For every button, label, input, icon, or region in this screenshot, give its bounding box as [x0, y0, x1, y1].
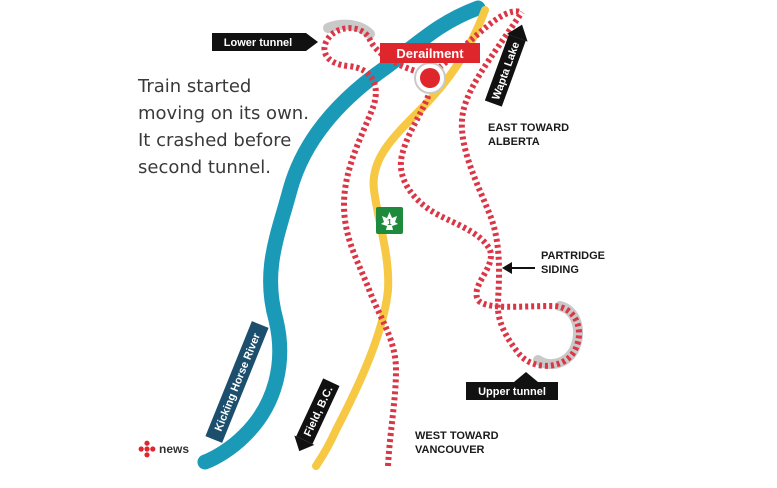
cbc-news-logo: news	[138, 440, 189, 458]
note-line: moving on its own.	[138, 103, 309, 124]
note-line: It crashed before	[138, 130, 292, 151]
partridge-siding-label: PARTRIDGE SIDING	[541, 249, 605, 277]
rail-line-east	[397, 8, 582, 369]
highway-1	[312, 6, 489, 470]
cbc-gem-icon	[138, 440, 156, 458]
derailment-marker	[414, 62, 446, 94]
highway-number: 1	[387, 218, 392, 227]
trans-canada-highway-shield: 1	[376, 207, 403, 234]
note-line: Train started	[138, 76, 252, 97]
derailment-label: Derailment	[396, 46, 464, 61]
place-line: EAST TOWARD	[488, 122, 570, 134]
east-toward-alberta-label: EAST TOWARD ALBERTA	[488, 121, 569, 149]
upper-tunnel-label: Upper tunnel	[478, 386, 546, 398]
place-line: ALBERTA	[488, 136, 540, 148]
crash-site-dot	[420, 68, 440, 88]
lower-tunnel-callout: Lower tunnel	[212, 33, 318, 51]
wapta-lake-callout: Wapta Lake	[484, 24, 528, 107]
west-toward-vancouver-label: WEST TOWARD VANCOUVER	[415, 429, 499, 457]
place-line: SIDING	[541, 264, 579, 276]
upper-tunnel-callout: Upper tunnel	[466, 372, 558, 400]
logo-text: news	[159, 442, 190, 456]
partridge-siding-arrow	[502, 262, 535, 274]
place-line: PARTRIDGE	[541, 250, 605, 262]
rail-line-west	[321, 25, 431, 467]
lower-tunnel-label: Lower tunnel	[224, 37, 292, 49]
place-line: VANCOUVER	[415, 444, 485, 456]
note-line: second tunnel.	[138, 157, 271, 178]
place-line: WEST TOWARD	[415, 430, 499, 442]
upper-tunnel	[533, 301, 583, 370]
derailment-callout: Derailment	[380, 43, 480, 63]
derailment-note: Train started moving on its own. It cras…	[138, 73, 338, 181]
